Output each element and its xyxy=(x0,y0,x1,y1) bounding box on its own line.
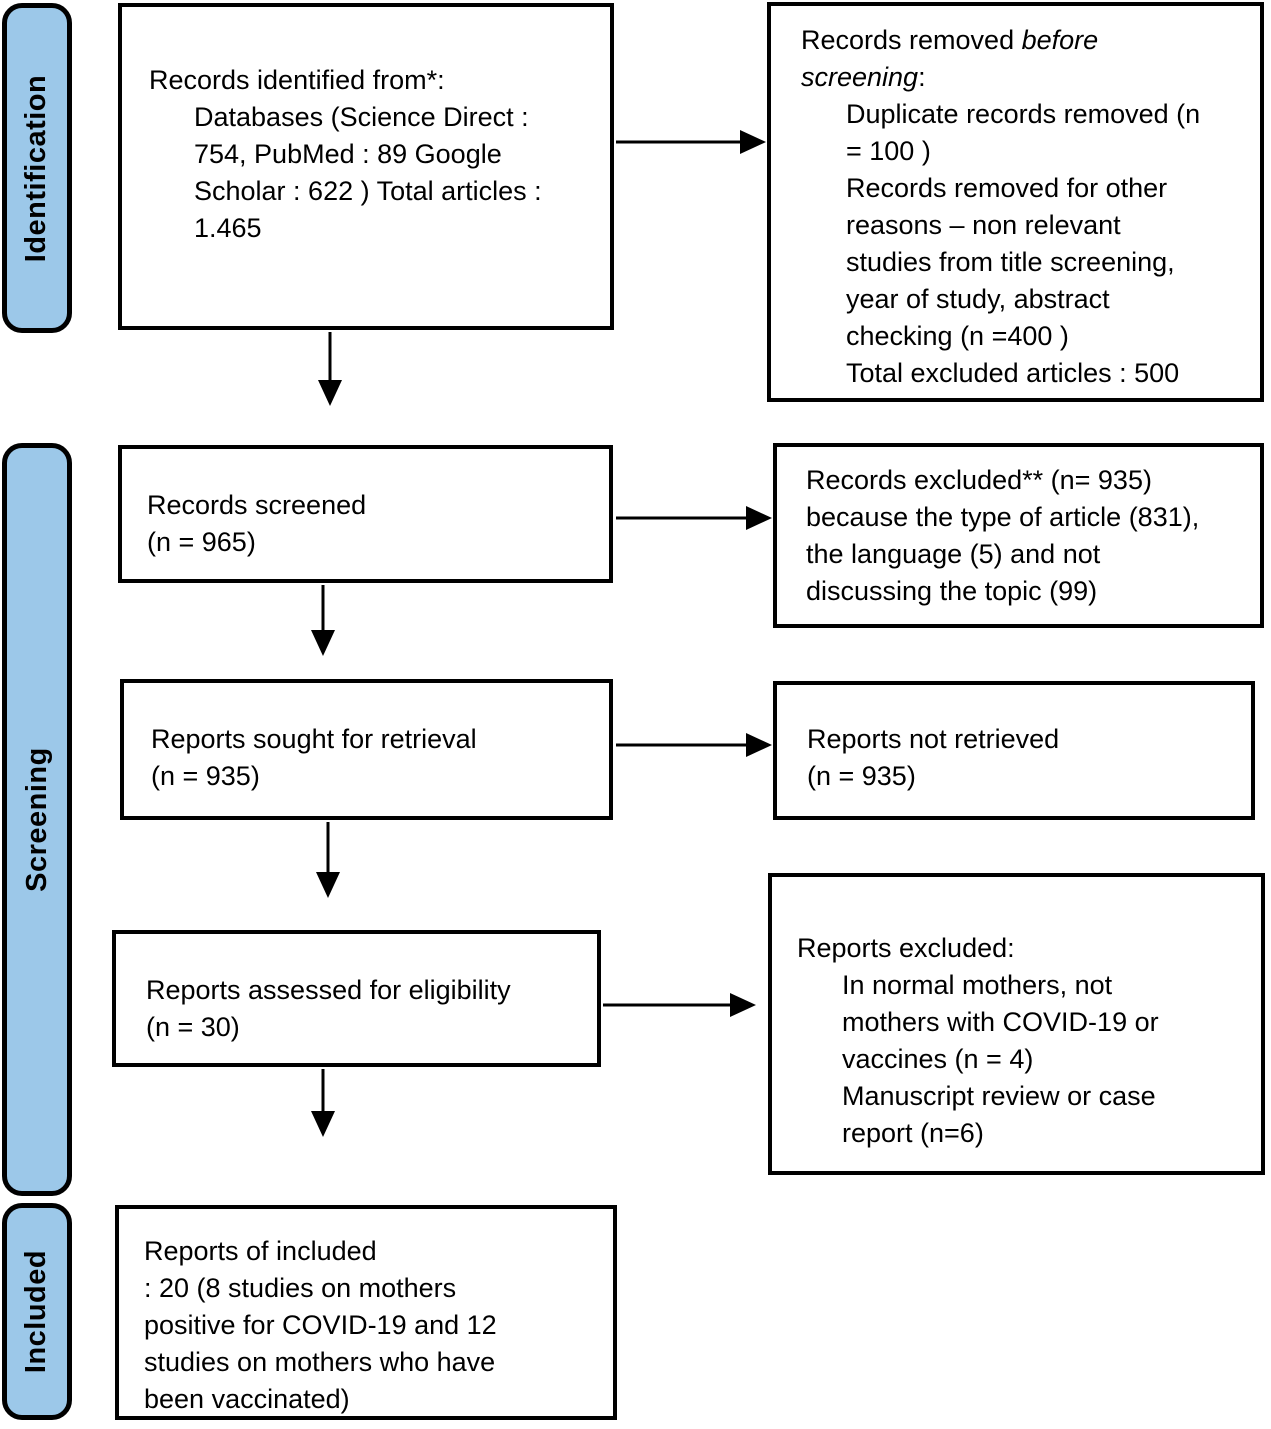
text-line: 1.465 xyxy=(194,213,262,243)
box-title: Reports assessed for eligibility xyxy=(146,975,511,1005)
title-text: Records removed xyxy=(801,25,1022,55)
title-italic-text: screening xyxy=(801,62,919,92)
text-line: Scholar : 622 ) Total articles : xyxy=(194,176,542,206)
text-line: Total excluded articles : 500 xyxy=(846,358,1180,388)
arrow-identified-to-screened xyxy=(318,332,342,406)
box-title: Reports of included xyxy=(144,1236,377,1266)
text-line: Records removed for other xyxy=(846,173,1168,203)
text-line: studies on mothers who have xyxy=(144,1347,496,1377)
stage-label-screening: Screening xyxy=(2,443,72,1196)
box-reports-sought: Reports sought for retrieval (n = 935) xyxy=(120,679,613,820)
text-line: 754, PubMed : 89 Google xyxy=(194,139,502,169)
text-line: checking (n =400 ) xyxy=(846,321,1069,351)
text-line: reasons – non relevant xyxy=(846,210,1121,240)
box-title: Reports not retrieved xyxy=(807,724,1060,754)
stage-label-text: Included xyxy=(20,1249,53,1374)
arrow-assessed-to-reports-excluded xyxy=(603,993,756,1017)
text-line: year of study, abstract xyxy=(846,284,1110,314)
text-line: mothers with COVID-19 or xyxy=(842,1007,1159,1037)
box-records-removed-before-screening: Records removed before screening: Duplic… xyxy=(767,2,1264,402)
text-line: discussing the topic (99) xyxy=(806,576,1098,606)
box-reports-assessed: Reports assessed for eligibility (n = 30… xyxy=(112,930,601,1067)
box-reports-excluded: Reports excluded: In normal mothers, not… xyxy=(768,873,1265,1175)
text-line: (n = 30) xyxy=(146,1012,240,1042)
box-title: Reports excluded: xyxy=(797,933,1015,963)
arrow-screened-to-excluded xyxy=(616,506,772,530)
box-records-identified: Records identified from*: Databases (Sci… xyxy=(118,3,614,330)
text-line: = 100 ) xyxy=(846,136,931,166)
text-line: studies from title screening, xyxy=(846,247,1175,277)
arrow-sought-to-not-retrieved xyxy=(616,733,772,757)
text-line: Duplicate records removed (n xyxy=(846,99,1201,129)
box-records-screened: Records screened (n = 965) xyxy=(118,445,613,583)
text-line: report (n=6) xyxy=(842,1118,984,1148)
stage-label-identification: Identification xyxy=(2,3,72,333)
stage-label-text: Identification xyxy=(20,74,53,262)
box-reports-included: Reports of included : 20 (8 studies on m… xyxy=(115,1205,617,1420)
box-title: Records identified from*: xyxy=(149,65,445,95)
arrow-screened-to-sought xyxy=(311,585,335,656)
box-records-excluded: Records excluded** (n= 935) because the … xyxy=(773,443,1264,628)
text-line: the language (5) and not xyxy=(806,539,1101,569)
arrow-assessed-to-included xyxy=(311,1069,335,1137)
box-title: Records removed before xyxy=(801,22,1250,59)
title-text: : xyxy=(918,62,926,92)
box-title: Records excluded** (n= 935) xyxy=(806,465,1152,495)
box-title: Reports sought for retrieval xyxy=(151,724,477,754)
text-line: Manuscript review or case xyxy=(842,1081,1156,1111)
arrow-identified-to-removed xyxy=(616,130,766,154)
title-italic-text: before xyxy=(1021,25,1099,55)
text-line: (n = 935) xyxy=(151,761,260,791)
text-line: been vaccinated) xyxy=(144,1384,350,1414)
text-line: (n = 965) xyxy=(147,527,256,557)
text-line: positive for COVID-19 and 12 xyxy=(144,1310,497,1340)
stage-label-text: Screening xyxy=(20,747,53,892)
text-line: : 20 (8 studies on mothers xyxy=(144,1273,457,1303)
text-line: Databases (Science Direct : xyxy=(194,102,529,132)
stage-label-included: Included xyxy=(2,1203,72,1420)
text-line: because the type of article (831), xyxy=(806,502,1200,532)
text-line: vaccines (n = 4) xyxy=(842,1044,1034,1074)
arrow-sought-to-assessed xyxy=(316,822,340,898)
box-title: screening: xyxy=(801,59,1250,96)
text-line: (n = 935) xyxy=(807,761,916,791)
box-reports-not-retrieved: Reports not retrieved (n = 935) xyxy=(773,681,1255,820)
text-line: In normal mothers, not xyxy=(842,970,1113,1000)
box-title: Records screened xyxy=(147,490,367,520)
